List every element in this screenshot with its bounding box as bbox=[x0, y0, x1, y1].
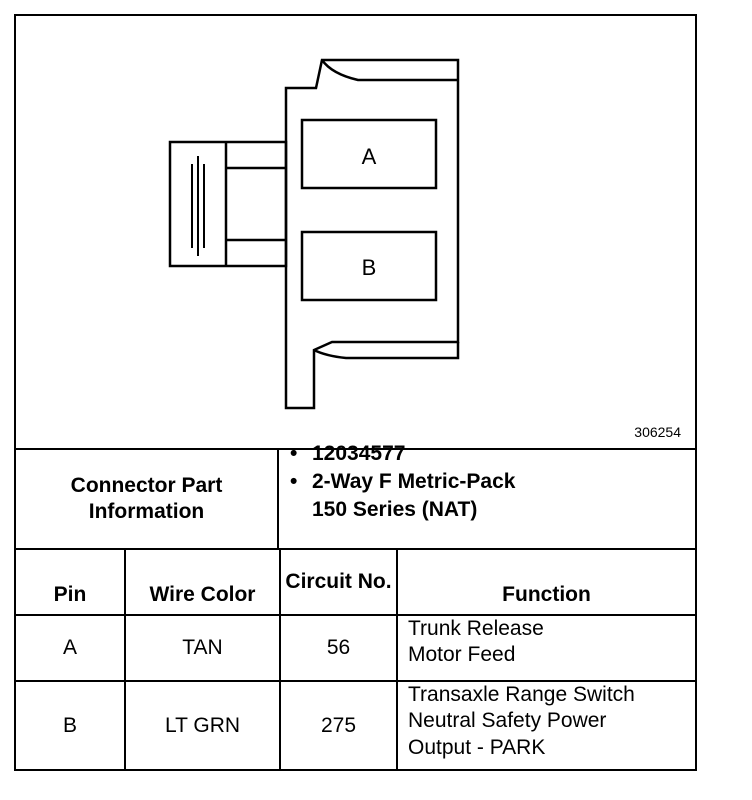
header-pin: Pin bbox=[53, 582, 87, 606]
part-series: 150 Series (NAT) bbox=[312, 498, 478, 521]
top-latch bbox=[320, 59, 458, 82]
function-line: Output - PARK bbox=[408, 735, 546, 759]
divider bbox=[16, 614, 695, 616]
row-b-function: Transaxle Range Switch Neutral Safety Po… bbox=[398, 682, 695, 771]
wire-guide bbox=[168, 140, 288, 268]
part-number: 12034577 bbox=[312, 442, 406, 465]
divider bbox=[16, 680, 695, 682]
row-b-circuit: 275 bbox=[320, 714, 357, 738]
header-circuit-no: Circuit No. bbox=[285, 569, 392, 593]
list-item: • 2-Way F Metric-Pack bbox=[290, 468, 515, 496]
connector-body bbox=[284, 58, 460, 410]
header-function: Function bbox=[502, 582, 591, 606]
row-b-wire-color: LT GRN bbox=[164, 714, 241, 738]
row-a-function: Trunk Release Motor Feed bbox=[398, 616, 695, 680]
list-item: 150 Series (NAT) bbox=[290, 496, 515, 524]
divider bbox=[124, 548, 126, 771]
row-b-pin: B bbox=[62, 714, 77, 738]
divider bbox=[279, 548, 281, 771]
row-a-wire-color: TAN bbox=[182, 635, 223, 659]
function-line: Neutral Safety Power bbox=[408, 709, 607, 733]
row-a-circuit: 56 bbox=[326, 635, 351, 659]
cavity-b-label: B bbox=[362, 255, 377, 280]
cavity-a-label: A bbox=[362, 144, 377, 169]
figure-id: 306254 bbox=[634, 424, 681, 440]
divider bbox=[16, 548, 695, 550]
bullet-icon: • bbox=[290, 470, 298, 493]
part-description: 2-Way F Metric-Pack bbox=[312, 470, 516, 493]
function-line: Transaxle Range Switch bbox=[408, 683, 635, 706]
divider bbox=[277, 448, 279, 548]
part-info-list: • 12034577 • 2-Way F Metric-Pack 150 Ser… bbox=[290, 440, 515, 524]
function-line: Motor Feed bbox=[408, 643, 516, 667]
header-wire-color: Wire Color bbox=[149, 582, 256, 606]
bottom-latch bbox=[313, 342, 460, 360]
function-line: Trunk Release bbox=[408, 617, 544, 640]
connector-diagram: A B bbox=[168, 58, 460, 410]
cavity-b bbox=[300, 230, 438, 302]
row-a-pin: A bbox=[62, 635, 77, 659]
connector-sheet: A B 306254 Connector Part Information Pi… bbox=[14, 14, 697, 771]
divider bbox=[16, 448, 695, 450]
info-label: Connector Part Information bbox=[70, 473, 223, 523]
list-item: • 12034577 bbox=[290, 440, 515, 468]
divider bbox=[396, 548, 398, 771]
cavity-a bbox=[300, 118, 438, 190]
bullet-icon: • bbox=[290, 442, 298, 465]
